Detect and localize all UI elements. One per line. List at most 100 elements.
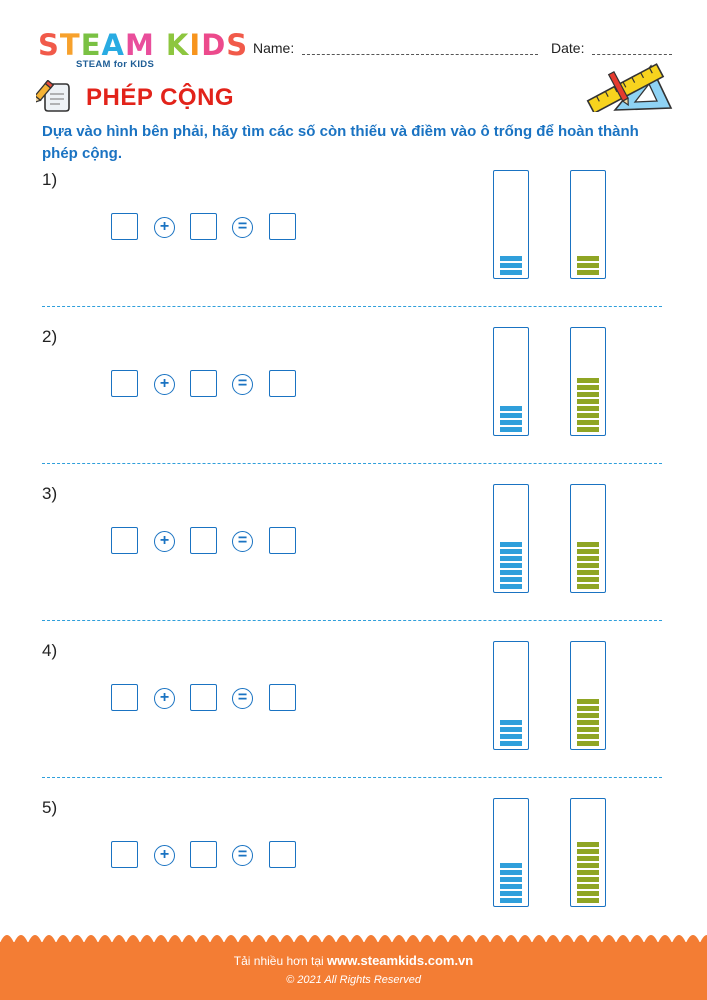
blue-tube-fill	[500, 404, 522, 432]
problem-number: 3)	[42, 484, 58, 503]
plus-sign: +	[154, 688, 175, 709]
problem-2: 2)+=	[0, 327, 707, 457]
logo-letter: K	[165, 28, 190, 62]
green-block	[577, 720, 599, 725]
problem-5: 5)+=	[0, 798, 707, 928]
green-block	[577, 706, 599, 711]
blue-block	[500, 898, 522, 903]
footer-website-link[interactable]: www.steamkids.com.vn	[327, 953, 474, 968]
sum-box[interactable]	[269, 213, 296, 240]
green-tube-fill	[577, 540, 599, 589]
dashed-divider	[42, 463, 662, 464]
logo-letter: I	[189, 28, 202, 62]
green-block	[577, 898, 599, 903]
addend-1-box[interactable]	[111, 213, 138, 240]
sum-box[interactable]	[269, 684, 296, 711]
blue-block	[500, 584, 522, 589]
green-block	[577, 741, 599, 746]
footer-download-line: Tải nhiều hơn tại www.steamkids.com.vn	[0, 953, 707, 968]
green-tube	[570, 170, 606, 279]
green-block	[577, 542, 599, 547]
addend-2-box[interactable]	[190, 841, 217, 868]
plus-sign: +	[154, 531, 175, 552]
footer-scallop-edge	[0, 935, 707, 943]
addend-2-box[interactable]	[190, 684, 217, 711]
green-block	[577, 577, 599, 582]
logo-letter: S	[38, 28, 60, 62]
blue-block	[500, 413, 522, 418]
blue-block	[500, 420, 522, 425]
green-block	[577, 399, 599, 404]
name-label: Name:	[253, 40, 295, 56]
dashed-divider	[42, 306, 662, 307]
logo-letter: S	[226, 28, 249, 62]
logo-letter: A	[101, 28, 125, 62]
green-block	[577, 856, 599, 861]
green-block	[577, 385, 599, 390]
blue-tube-fill	[500, 718, 522, 746]
blue-block	[500, 870, 522, 875]
green-block	[577, 570, 599, 575]
sum-box[interactable]	[269, 841, 296, 868]
steam-kids-logo: STEAM KIDS STEAM for KIDS	[38, 30, 247, 70]
logo-letter: D	[201, 28, 227, 62]
green-tube-fill	[577, 840, 599, 903]
addend-2-box[interactable]	[190, 213, 217, 240]
green-tube	[570, 484, 606, 593]
worksheet-title: PHÉP CỘNG	[86, 84, 235, 111]
logo-letter: T	[59, 28, 81, 62]
green-block	[577, 427, 599, 432]
problem-number: 1)	[42, 170, 58, 189]
date-field[interactable]	[592, 54, 672, 55]
green-block	[577, 699, 599, 704]
problem-number: 4)	[42, 641, 58, 660]
green-block	[577, 413, 599, 418]
green-block	[577, 713, 599, 718]
green-tube	[570, 641, 606, 750]
equals-sign: =	[232, 217, 253, 238]
equals-sign: =	[232, 374, 253, 395]
green-block	[577, 584, 599, 589]
green-block	[577, 870, 599, 875]
blue-block	[500, 270, 522, 275]
blue-tube	[493, 484, 529, 593]
addend-1-box[interactable]	[111, 370, 138, 397]
footer: Tải nhiều hơn tại www.steamkids.com.vn ©…	[0, 935, 707, 1000]
addend-1-box[interactable]	[111, 527, 138, 554]
green-block	[577, 420, 599, 425]
blue-tube	[493, 641, 529, 750]
plus-sign: +	[154, 217, 175, 238]
sum-box[interactable]	[269, 527, 296, 554]
problem-3: 3)+=	[0, 484, 707, 614]
addend-2-box[interactable]	[190, 527, 217, 554]
sum-box[interactable]	[269, 370, 296, 397]
blue-block	[500, 734, 522, 739]
green-block	[577, 884, 599, 889]
logo-tagline: STEAM for KIDS	[76, 59, 155, 70]
plus-sign: +	[154, 845, 175, 866]
green-tube-fill	[577, 697, 599, 746]
blue-tube	[493, 798, 529, 907]
logo-wordmark: STEAM KIDS	[38, 30, 248, 60]
blue-block	[500, 427, 522, 432]
green-block	[577, 842, 599, 847]
blue-block	[500, 263, 522, 268]
blue-block	[500, 741, 522, 746]
green-tube-fill	[577, 254, 599, 275]
equals-sign: =	[232, 688, 253, 709]
logo-letter	[155, 30, 166, 60]
green-block	[577, 549, 599, 554]
green-block	[577, 263, 599, 268]
green-block	[577, 563, 599, 568]
blue-block	[500, 727, 522, 732]
addend-1-box[interactable]	[111, 841, 138, 868]
green-block	[577, 406, 599, 411]
addend-2-box[interactable]	[190, 370, 217, 397]
problem-1: 1) + =	[0, 170, 707, 300]
green-block	[577, 556, 599, 561]
ruler-pencil-icon	[586, 63, 673, 112]
blue-block	[500, 406, 522, 411]
addend-1-box[interactable]	[111, 684, 138, 711]
green-block	[577, 877, 599, 882]
name-field[interactable]	[302, 54, 538, 55]
